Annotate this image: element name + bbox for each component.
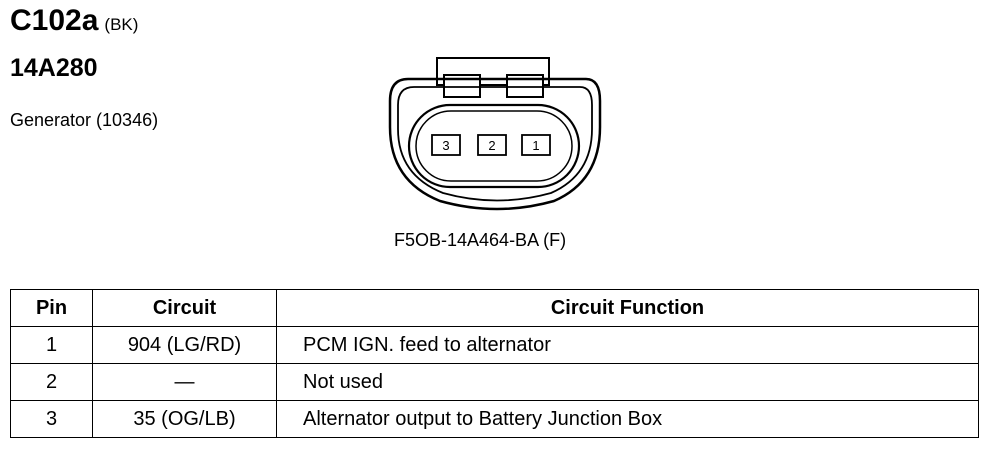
cell-circuit: 35 (OG/LB) [92,400,277,438]
connector-latch-slot-left [443,74,481,98]
part-number: 14A280 [10,54,98,82]
cell-pin: 2 [10,363,93,401]
table-row: 3 35 (OG/LB) Alternator output to Batter… [10,400,979,438]
table-row: 1 904 (LG/RD) PCM IGN. feed to alternato… [10,326,979,364]
connector-inner-shell [397,86,593,202]
header-circuit-function: Circuit Function [276,289,979,327]
connector-id: C102a (BK) [10,2,138,40]
connector-latch-slot-right [506,74,544,98]
header-circuit: Circuit [92,289,277,327]
cell-function: Not used [276,363,979,401]
connector-cavity-inner [415,110,573,182]
pin-2: 2 [477,134,507,156]
connector-face-drawing: 3 2 1 [388,57,602,211]
table-header-row: Pin Circuit Circuit Function [10,289,979,327]
cell-pin: 1 [10,326,93,364]
pin-2-label: 2 [488,138,495,153]
cell-pin: 3 [10,400,93,438]
header-pin: Pin [10,289,93,327]
connector-id-text: C102a [10,4,99,37]
cell-circuit: — [92,363,277,401]
pin-1-label: 1 [532,138,539,153]
pin-1: 1 [521,134,551,156]
connector-cavity [407,103,581,189]
connector-outer-shell [388,77,602,211]
connector-part-caption: F5OB-14A464-BA (F) [394,230,567,250]
cell-function: PCM IGN. feed to alternator [276,326,979,364]
cell-function: Alternator output to Battery Junction Bo… [276,400,979,438]
pin-table: Pin Circuit Circuit Function 1 904 (LG/R… [10,289,979,438]
pin-3-label: 3 [442,138,449,153]
connector-color-code: (BK) [104,15,139,34]
component-name: Generator (10346) [10,110,159,130]
table-row: 2 — Not used [10,363,979,401]
cell-circuit: 904 (LG/RD) [92,326,277,364]
pin-3: 3 [431,134,461,156]
